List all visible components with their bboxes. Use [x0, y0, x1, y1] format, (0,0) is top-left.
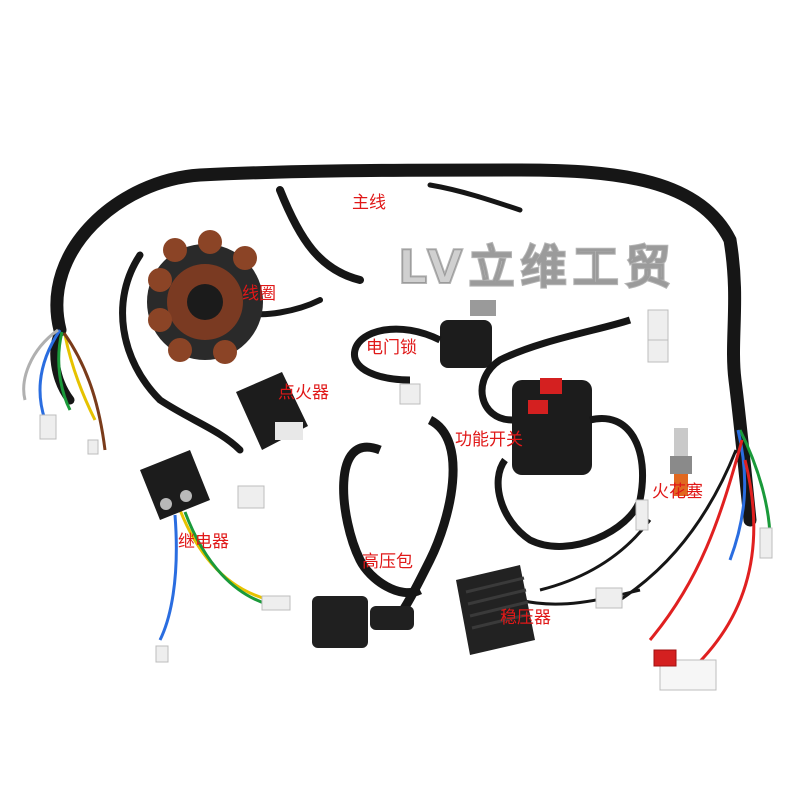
label-function-switch: 功能开关: [455, 430, 523, 450]
regulator-box: [456, 565, 535, 655]
label-main-wire: 主线: [352, 193, 386, 213]
label-igniter: 点火器: [278, 383, 329, 403]
stator-coil: [147, 230, 263, 364]
label-regulator: 稳压器: [500, 608, 551, 628]
wire-fan-left: [22, 328, 107, 451]
label-ignition-coil: 高压包: [362, 552, 413, 572]
connectors: [39, 309, 773, 691]
relay-box: [140, 450, 210, 520]
ignition-coil: [312, 415, 458, 648]
label-ignition-lock: 电门锁: [366, 338, 417, 358]
spark-plug: [670, 428, 692, 496]
wire-bundle-lower: [158, 509, 652, 641]
watermark-text: LV立维工贸: [397, 239, 677, 295]
label-coil: 线圈: [242, 284, 276, 304]
ignition-lock: [351, 300, 496, 384]
handlebar-switch: [478, 316, 647, 550]
label-relay: 继电器: [178, 532, 229, 552]
igniter-box: [236, 372, 308, 450]
label-spark-plug: 火花塞: [652, 482, 703, 502]
